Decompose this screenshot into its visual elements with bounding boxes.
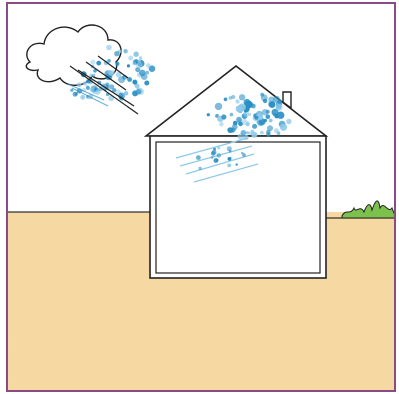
illustration-canvas <box>8 4 396 392</box>
illustration-frame <box>6 2 396 392</box>
house-icon <box>146 66 326 278</box>
grass-icon <box>342 201 396 218</box>
